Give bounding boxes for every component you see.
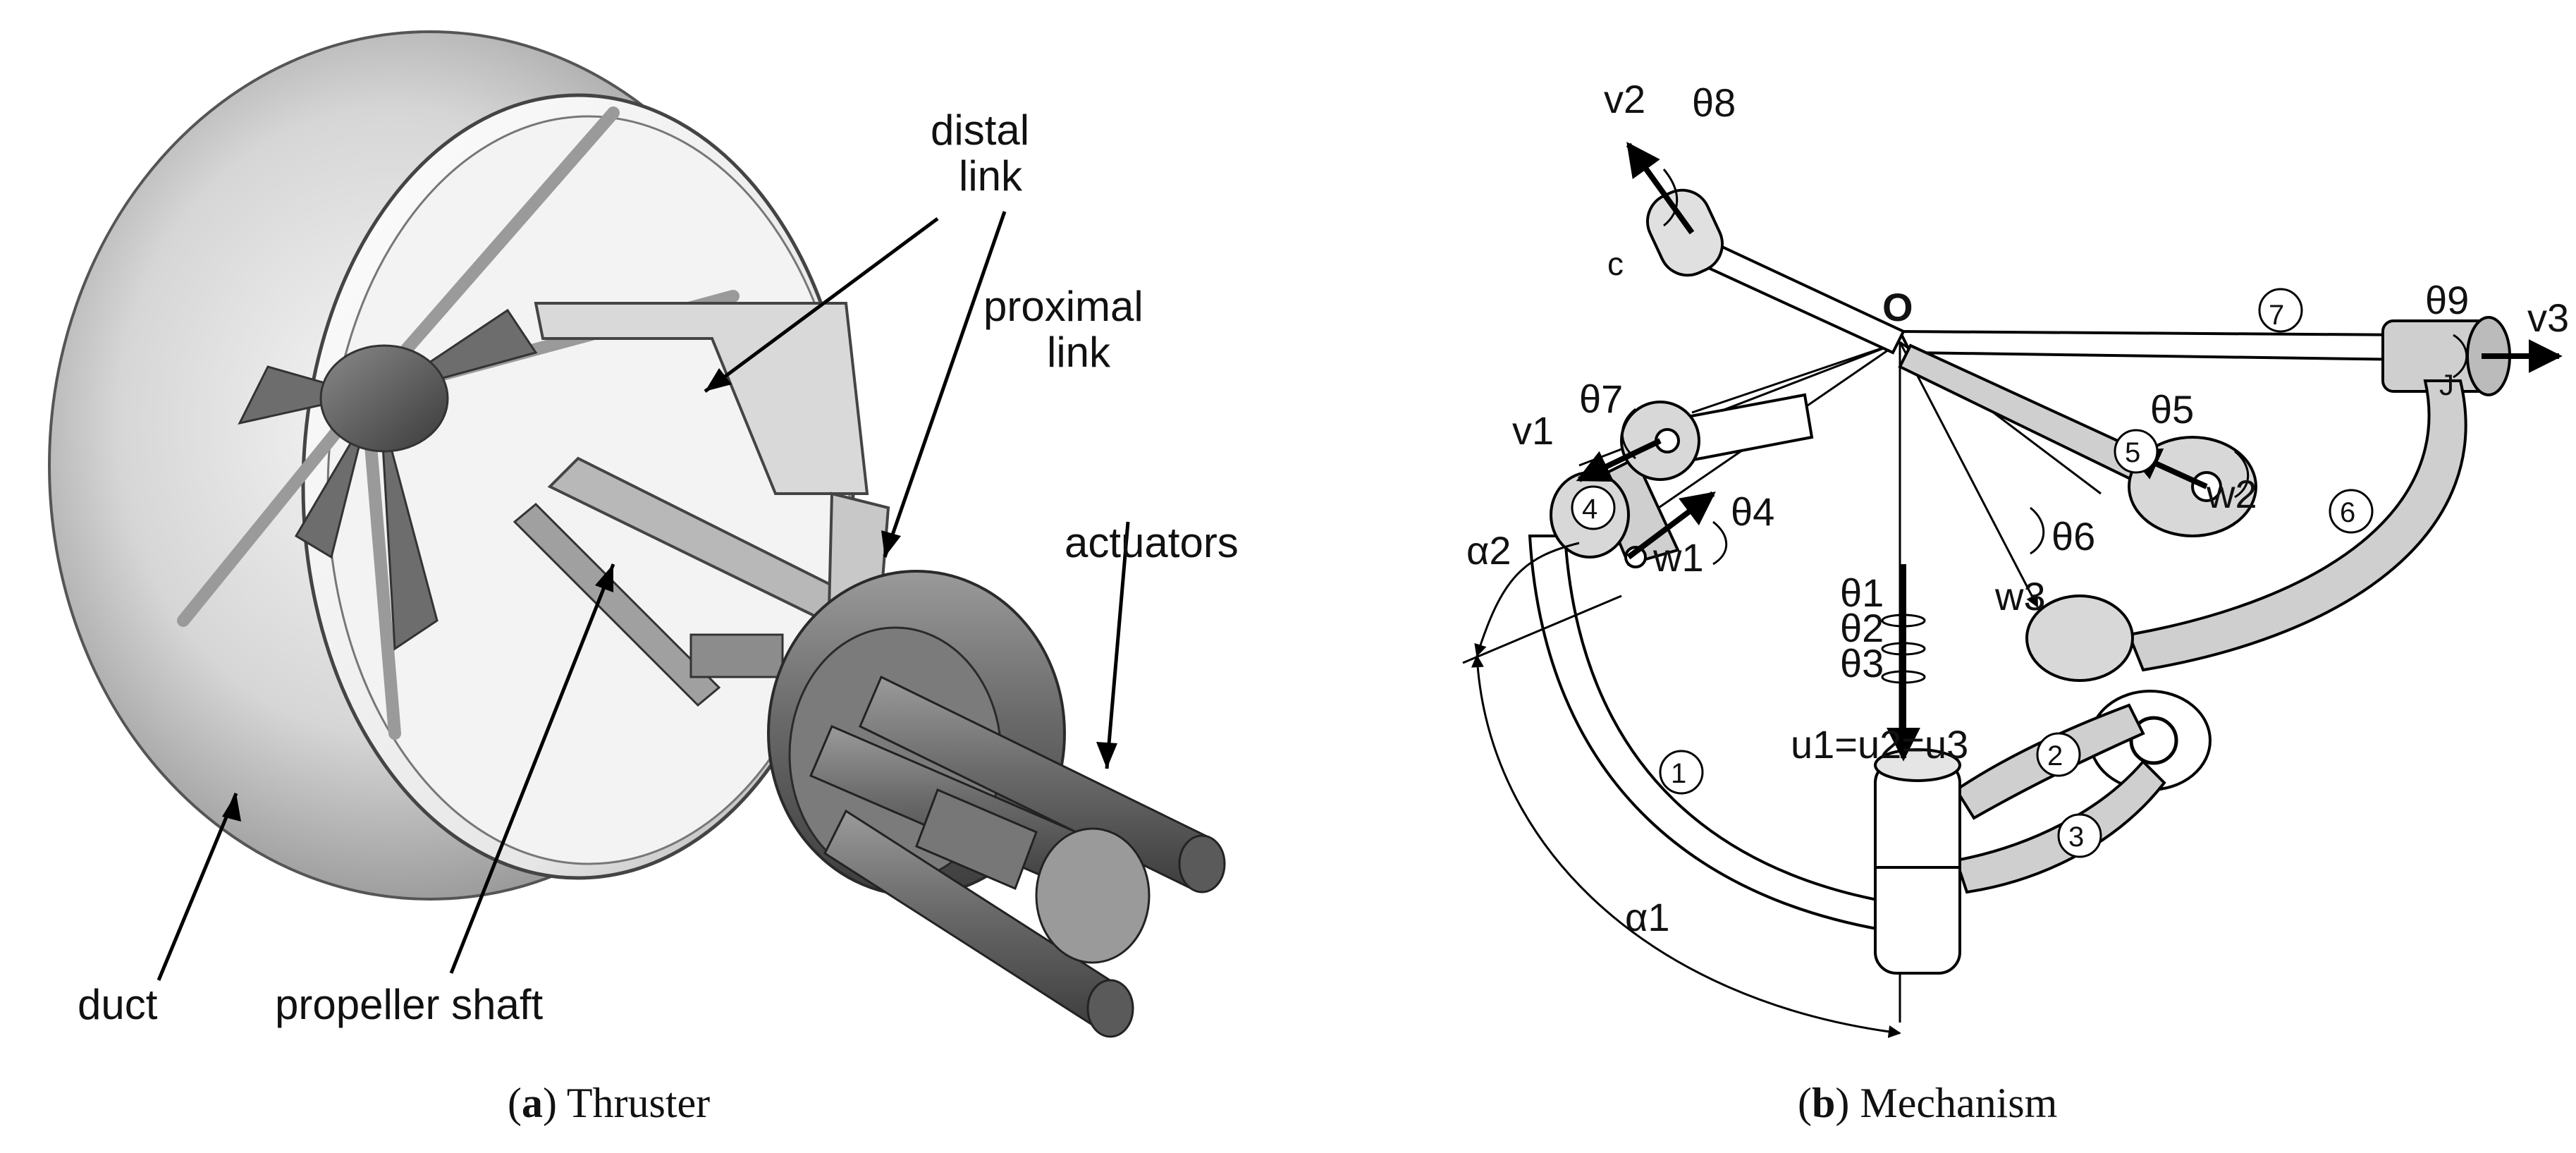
label-theta4: θ4 xyxy=(1731,489,1774,534)
label-w1: w1 xyxy=(1652,535,1704,580)
link-6 xyxy=(2127,379,2467,672)
label-o: O xyxy=(1882,285,1913,329)
label-7: 7 xyxy=(2269,300,2284,331)
label-3: 3 xyxy=(2068,822,2084,853)
mechanism-drawing: v2 θ8 c O 7 θ9 v3 J v1 θ7 θ5 5 w2 4 θ4 w… xyxy=(1462,77,2569,1038)
thruster-drawing: distal link proximal link actuators duct… xyxy=(48,30,1239,1038)
label-alpha1: α1 xyxy=(1625,895,1670,939)
actuator-cylinders xyxy=(809,675,1226,1038)
label-theta1: θ1 xyxy=(1840,571,1884,615)
label-5: 5 xyxy=(2125,437,2140,468)
shaft-coupling xyxy=(689,633,784,678)
caption-a: (a) Thruster xyxy=(508,1080,711,1126)
panel-thruster: distal link proximal link actuators duct… xyxy=(48,30,1239,1126)
leader-lines xyxy=(157,211,1130,981)
label-proximal: proximal xyxy=(983,283,1143,330)
joint-w3 xyxy=(2025,594,2134,682)
label-theta2: θ2 xyxy=(1840,606,1884,650)
label-alpha2: α2 xyxy=(1466,528,1511,573)
caption-b: (b) Mechanism xyxy=(1798,1080,2058,1126)
label-v3: v3 xyxy=(2527,295,2569,340)
label-theta3: θ3 xyxy=(1840,641,1884,685)
label-j: J xyxy=(2439,368,2454,401)
label-theta7: θ7 xyxy=(1579,377,1623,421)
label-distal: distal xyxy=(931,106,1029,154)
label-v2: v2 xyxy=(1604,77,1645,121)
axis-arrows xyxy=(1576,142,2563,762)
label-theta6: θ6 xyxy=(2051,514,2095,559)
caption-a-tag: a xyxy=(521,1080,543,1126)
label-w3: w3 xyxy=(1994,574,2046,618)
mechanism-labels: v2 θ8 c O 7 θ9 v3 J v1 θ7 θ5 5 w2 4 θ4 w… xyxy=(1466,77,2569,939)
caption-b-tag: b xyxy=(1811,1080,1836,1126)
angle-arcs xyxy=(1462,542,1901,1038)
label-actuators: actuators xyxy=(1065,519,1239,566)
label-4: 4 xyxy=(1582,494,1597,525)
label-v1: v1 xyxy=(1512,408,1554,453)
propeller-hub xyxy=(319,344,449,453)
label-theta5: θ5 xyxy=(2150,387,2194,432)
link-7 xyxy=(1897,329,2412,362)
circled-number-rings xyxy=(1571,288,2374,858)
label-theta9: θ9 xyxy=(2425,278,2469,322)
distal-link-part xyxy=(534,302,869,495)
propeller-shaft-part xyxy=(513,502,721,707)
label-duct: duct xyxy=(78,981,158,1028)
rotation-marks xyxy=(1621,169,2468,684)
label-propeller-shaft: propeller shaft xyxy=(275,981,544,1028)
caption-a-text: Thruster xyxy=(566,1080,711,1126)
label-2: 2 xyxy=(2047,740,2063,771)
panel-mechanism: v2 θ8 c O 7 θ9 v3 J v1 θ7 θ5 5 w2 4 θ4 w… xyxy=(1297,0,2576,1153)
label-6: 6 xyxy=(2340,497,2355,528)
label-c: c xyxy=(1607,245,1624,282)
label-1: 1 xyxy=(1671,758,1686,789)
label-w2: w2 xyxy=(2206,472,2257,516)
leader-arrowheads xyxy=(222,368,1117,822)
label-theta8: θ8 xyxy=(1692,80,1736,125)
label-proximal-link: link xyxy=(1047,329,1111,376)
label-u-eq: u1=u2=u3 xyxy=(1791,722,1968,767)
label-distal-link: link xyxy=(959,152,1023,200)
caption-b-text: Mechanism xyxy=(1860,1080,2058,1126)
